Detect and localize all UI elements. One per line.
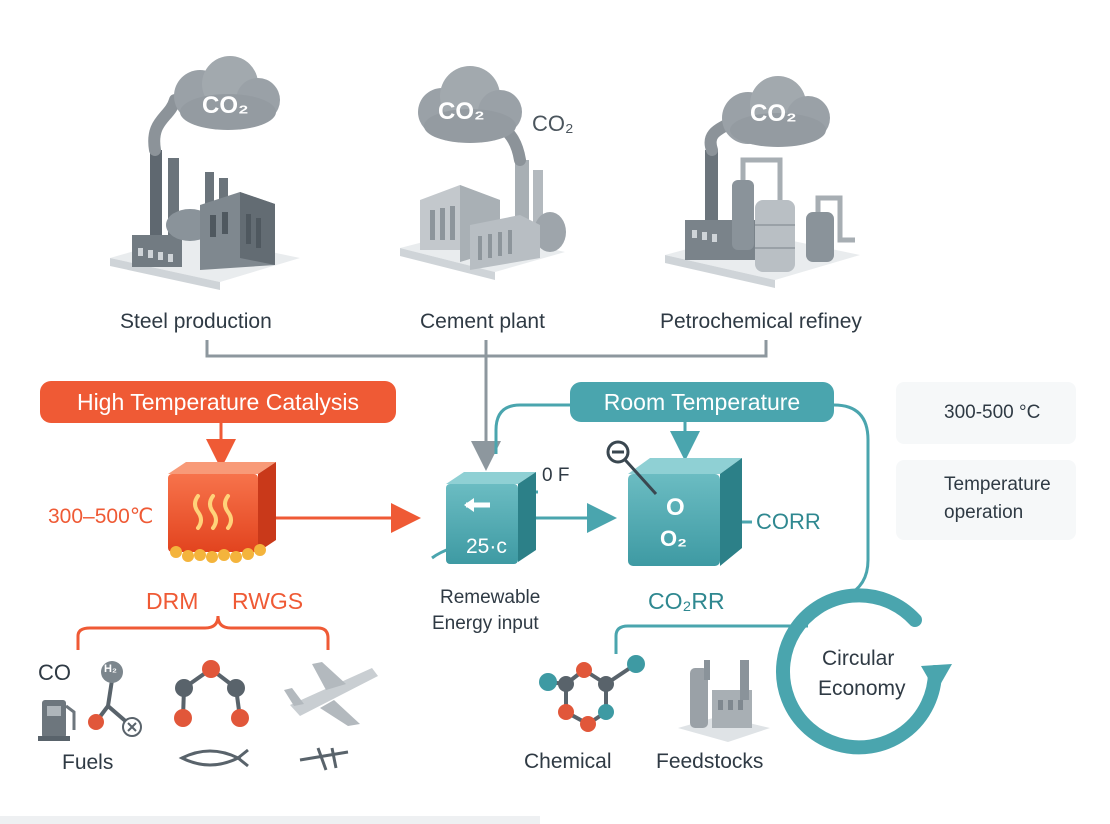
legend-room-temp-line1: Temperature	[944, 474, 1051, 495]
electrolyzer-top-label: O	[666, 494, 685, 521]
of-label: 0 F	[542, 465, 570, 486]
co2rr-label: CO₂RR	[648, 588, 725, 614]
h2-atom-label: H₂	[104, 663, 117, 675]
cement-factory-icon	[400, 160, 566, 280]
cloud-label-cement: CO₂	[438, 98, 485, 125]
circular-economy-line2: Economy	[818, 677, 906, 700]
refinery-icon	[665, 150, 860, 288]
feedstocks-label: Feedstocks	[656, 750, 764, 773]
steel-factory-icon	[110, 150, 300, 290]
steel-smoke-cloud	[148, 56, 280, 156]
feedstock-plant-icon	[678, 660, 770, 742]
airplane-icon	[284, 662, 378, 726]
source-collector-lines	[205, 340, 768, 471]
co-label: CO	[38, 660, 71, 685]
cell-temperature-label: 25·c	[466, 535, 507, 558]
legend-high-temp-text: 300-500 °C	[944, 402, 1041, 423]
fish-glyph-icon	[178, 747, 349, 771]
room-temperature-banner: Room Temperature	[570, 382, 834, 422]
fuels-label: Fuels	[62, 751, 114, 774]
corr-label: CORR	[756, 509, 821, 534]
electrochemical-cell-icon	[446, 472, 536, 564]
drm-label: DRM	[146, 588, 199, 614]
cloud-label-steel: CO₂	[202, 92, 249, 119]
furnace-temperature-label: 300–500℃	[48, 505, 154, 528]
legend-room-temp-line2: operation	[944, 502, 1024, 523]
refinery-label: Petrochemical refiney	[660, 310, 862, 333]
steel-production-label: Steel production	[120, 310, 272, 333]
circular-economy-arrow	[776, 588, 952, 755]
cement-plant-label: Cement plant	[420, 310, 545, 333]
high-temp-catalysis-title: High Temperature Catalysis	[76, 388, 360, 415]
electrolyzer-bottom-label: O₂	[660, 526, 687, 551]
cloud-label-refinery: CO₂	[750, 100, 797, 127]
energy-input-line2: Energy input	[432, 613, 539, 634]
chemical-label: Chemical	[524, 750, 612, 773]
legend-room-temp-card: Temperature operation	[896, 460, 1076, 540]
circular-economy-line1: Circular	[822, 647, 895, 670]
refinery-smoke-cloud	[704, 76, 830, 156]
catalysis-furnace-icon	[168, 462, 276, 563]
high-temp-catalysis-banner: High Temperature Catalysis	[40, 381, 396, 423]
legend-high-temp-card: 300-500 °C	[896, 382, 1076, 444]
energy-input-line1: Remewable	[440, 587, 541, 608]
electrolyzer-icon	[606, 440, 742, 566]
room-temperature-title: Room Temperature	[603, 388, 801, 415]
rwgs-label: RWGS	[232, 588, 304, 614]
cement-smoke-cloud	[418, 66, 526, 166]
cement-co2-label: CO₂	[532, 111, 574, 136]
orange-flow-lines	[76, 422, 421, 650]
molecule-icon-orange	[174, 660, 249, 727]
h2-molecule-icon	[88, 661, 142, 737]
fuel-pump-icon	[38, 700, 76, 741]
chemical-molecule-icon	[539, 655, 645, 732]
